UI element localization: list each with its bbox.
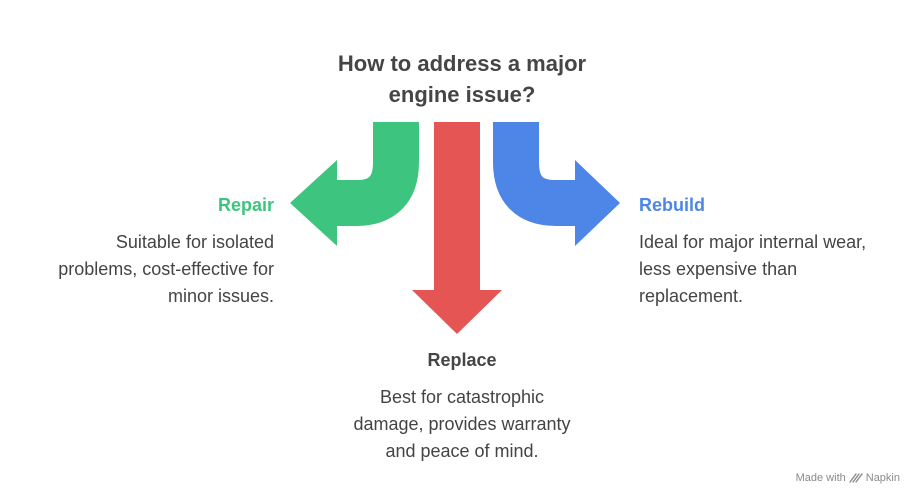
napkin-brand-text: Napkin <box>865 472 900 484</box>
replace-description-line: and peace of mind. <box>385 441 539 461</box>
repair-label: Repair <box>217 195 274 215</box>
made-with-napkin-footer[interactable]: Made with Napkin <box>796 472 900 484</box>
repair-description-line: minor issues. <box>167 286 274 306</box>
diagram-title: How to address a major engine issue? <box>262 48 662 110</box>
rebuild-description-line: Ideal for major internal wear, <box>639 232 867 252</box>
replace-description: Best for catastrophic damage, provides w… <box>312 384 612 465</box>
rebuild-description-line: less expensive than <box>639 259 798 279</box>
repair-description-line: problems, cost-effective for <box>58 259 274 279</box>
napkin-logo-icon <box>849 473 863 483</box>
repair-description-line: Suitable for isolated <box>115 232 274 252</box>
made-with-text: Made with <box>795 472 846 484</box>
title-line-2: engine issue? <box>388 82 536 107</box>
replace-description-line: Best for catastrophic <box>379 387 545 407</box>
replace-description-line: damage, provides warranty <box>353 414 571 434</box>
rebuild-arrow <box>493 122 620 246</box>
replace-arrow <box>412 122 502 334</box>
rebuild-description: Ideal for major internal wear, less expe… <box>639 229 866 310</box>
replace-label: Replace <box>427 350 497 370</box>
rebuild-description-line: replacement. <box>639 286 744 306</box>
repair-description: Suitable for isolated problems, cost-eff… <box>58 229 274 310</box>
repair-arrow <box>290 122 419 246</box>
rebuild-label: Rebuild <box>639 195 705 215</box>
title-line-1: How to address a major <box>337 51 587 76</box>
